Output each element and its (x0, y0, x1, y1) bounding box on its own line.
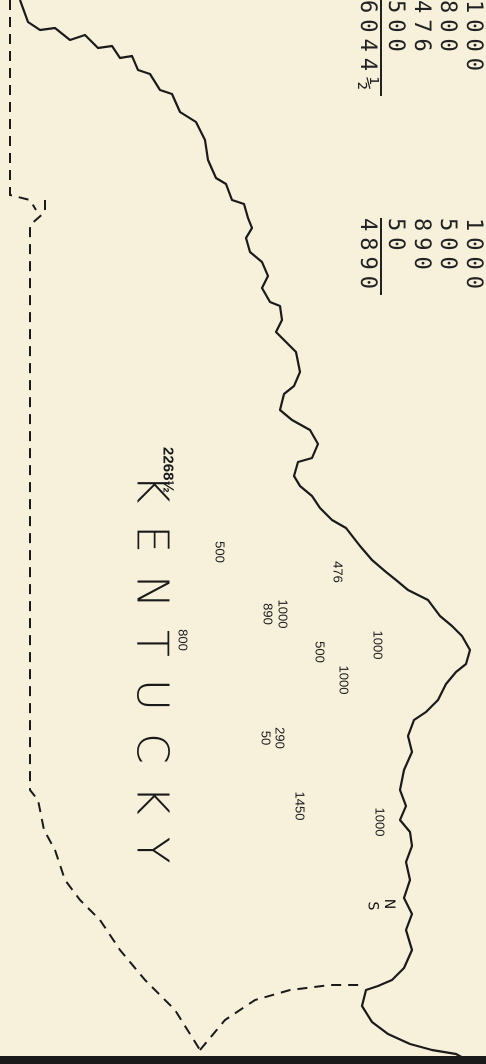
map-number-label: 476 (330, 561, 346, 583)
map-number-label: 1450 (292, 791, 308, 821)
map-number-label: 800 (175, 629, 191, 651)
map-number-label: 1000 (370, 630, 386, 660)
map-number-label: 50 (258, 730, 274, 746)
map-number-label: 1000 (336, 665, 352, 695)
bottom-border-bar (0, 1056, 486, 1064)
state-name: KENTUCKY (126, 474, 178, 886)
sum-b-item: 1000 (461, 218, 486, 295)
map-number-label: 290 (272, 727, 288, 749)
sum-b-item: 50 (383, 218, 408, 257)
compass-south-label: S (364, 901, 381, 911)
sum-a-item: 800 (435, 0, 460, 58)
sum-b-total: 4890 (354, 218, 382, 295)
sum-a-total: 6044½ (354, 0, 382, 97)
sum-column-b: 1000 500 890 50 4890 (354, 218, 486, 295)
river-boundary (18, 0, 475, 1064)
sum-a-item: 500 (383, 0, 408, 58)
compass-north-label: N (381, 898, 398, 910)
sum-b-item: 890 (409, 218, 434, 276)
state-boundary-dashed (9, 0, 201, 1051)
sum-a-item: 476 (409, 0, 434, 58)
map-number-label: 890 (260, 603, 276, 625)
sum-a-item: 1000 (461, 0, 486, 77)
sum-column-a: 1000 800 476 500 6044½ (354, 0, 486, 97)
sum-b-item: 500 (435, 218, 460, 276)
map-number-label: 500 (212, 541, 228, 563)
map-number-label: 500 (312, 641, 328, 663)
map-number-label: 1000 (372, 807, 388, 837)
southern-boundary-dashed (199, 984, 365, 1051)
map-number-label: 1000 (275, 599, 291, 629)
